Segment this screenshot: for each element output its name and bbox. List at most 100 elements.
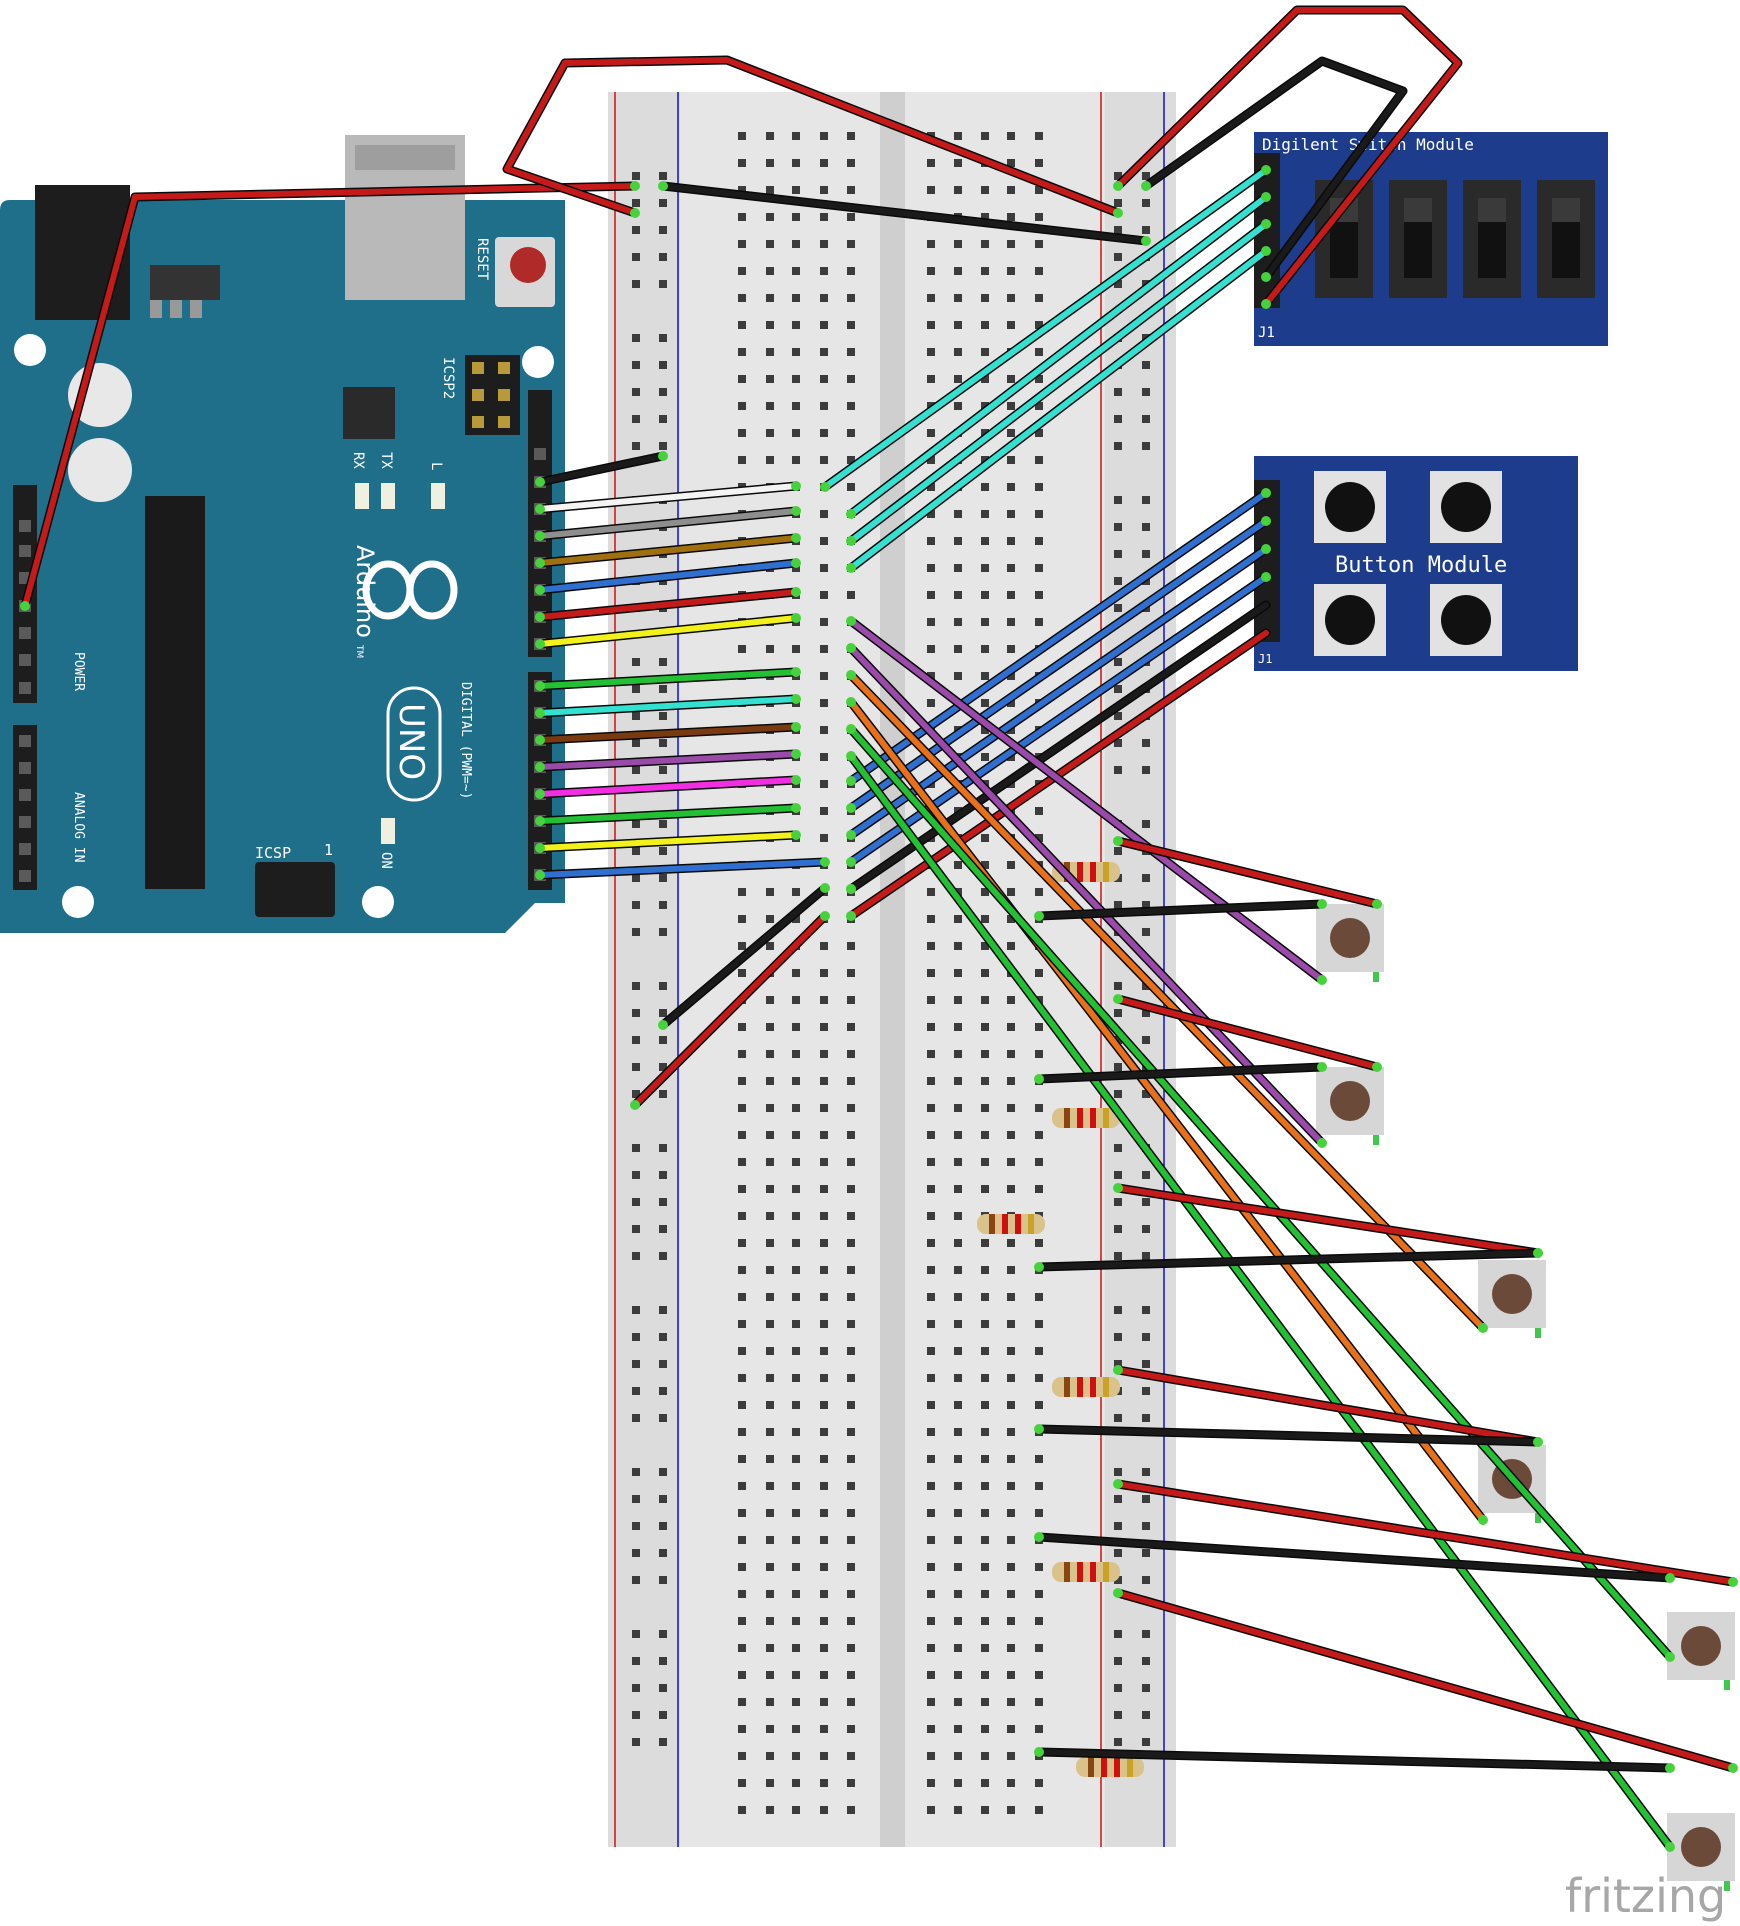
breadboard-hole [792,267,800,275]
wire-end [791,533,801,543]
rx-label: RX [350,452,366,469]
wire-btn-signal [848,699,1486,1523]
power-pin-socket [19,545,31,557]
breadboard-hole [981,753,989,761]
breadboard-hole [954,1482,962,1490]
rail-hole [659,901,667,909]
rail-hole [632,901,640,909]
wire-end [1113,1183,1123,1193]
wire-end [630,208,640,218]
breadboard-hole [954,591,962,599]
breadboard-hole [792,969,800,977]
breadboard-hole [820,1266,828,1274]
breadboard-hole [927,510,935,518]
breadboard-hole [820,1239,828,1247]
analog-pin-socket [19,735,31,747]
breadboard-hole [927,1293,935,1301]
rail-hole [1142,1495,1150,1503]
rail-hole [659,766,667,774]
rail-hole [659,1387,667,1395]
wire-end [1141,181,1151,191]
wire-end [1372,1062,1382,1072]
breadboard-hole [954,1617,962,1625]
reset-button-cap[interactable] [510,247,546,283]
breadboard-hole [847,213,855,221]
wire-end [846,616,856,626]
breadboard-hole [738,186,746,194]
rail-hole [632,712,640,720]
breadboard-hole [954,1671,962,1679]
breadboard-hole [847,1266,855,1274]
rail-hole [1114,1360,1122,1368]
breadboard-hole [1007,1293,1015,1301]
uno-label: UNO [391,703,431,780]
breadboard-hole [981,699,989,707]
wire-digital-pin [537,696,799,716]
breadboard-hole [981,834,989,842]
wire-digital-pin [537,589,799,620]
breadboard-hole [981,321,989,329]
breadboard-hole [738,1536,746,1544]
breadboard-hole [1007,1023,1015,1031]
rail-hole [1142,388,1150,396]
rail-hole [659,685,667,693]
breadboard-hole [766,1158,774,1166]
l-led-label: L [428,462,444,470]
wire-digital-pin [537,859,828,878]
breadboard-hole [820,645,828,653]
rail-hole [659,415,667,423]
rail-hole [1114,1306,1122,1314]
breadboard-hole [820,996,828,1004]
button-module-buttons [1314,471,1502,656]
wire-end [1034,911,1044,921]
wire-end [535,612,545,622]
wire-end [20,601,30,611]
regulator-pin [190,300,202,318]
breadboard-hole [738,1239,746,1247]
breadboard-hole [954,1266,962,1274]
breadboard-hole [927,1482,935,1490]
rail-hole [632,1522,640,1530]
breadboard-hole [927,1239,935,1247]
breadboard-hole [981,726,989,734]
wire-btn-gnd [1036,901,1325,919]
breadboard-hole [792,1266,800,1274]
breadboard-hole [792,996,800,1004]
wire-btn-vcc [1115,1481,1736,1585]
digital-label: DIGITAL (PWM=~) [458,682,473,799]
breadboard-hole [981,1752,989,1760]
rail-hole [1114,712,1122,720]
rail-hole [1114,1036,1122,1044]
on-led [381,818,395,844]
rail-hole [632,199,640,207]
module-button-cap [1441,482,1491,532]
breadboard-hole [847,1752,855,1760]
breadboard-hole [820,375,828,383]
breadboard-hole [1007,1509,1015,1517]
rail-hole [1114,199,1122,207]
breadboard-hole [820,1725,828,1733]
breadboard-hole [954,1131,962,1139]
breadboard-hole [981,1266,989,1274]
breadboard-hole [847,456,855,464]
wire-button-module-signal [848,574,1269,865]
breadboard-hole [927,1158,935,1166]
breadboard-hole [820,1752,828,1760]
breadboard-hole [1007,213,1015,221]
wire-end [820,857,830,867]
wire-end [846,670,856,680]
breadboard-hole [738,456,746,464]
breadboard-hole [820,1293,828,1301]
rail-hole [659,1630,667,1638]
rail-hole [632,766,640,774]
breadboard-hole [847,186,855,194]
breadboard-hole [1007,429,1015,437]
breadboard-hole [1007,645,1015,653]
breadboard-hole [738,1806,746,1814]
breadboard-hole [1035,321,1043,329]
wire-end [658,451,668,461]
wire-end [791,506,801,516]
rail-hole [1114,982,1122,990]
breadboard-hole [847,1401,855,1409]
rail-hole [1114,1549,1122,1557]
